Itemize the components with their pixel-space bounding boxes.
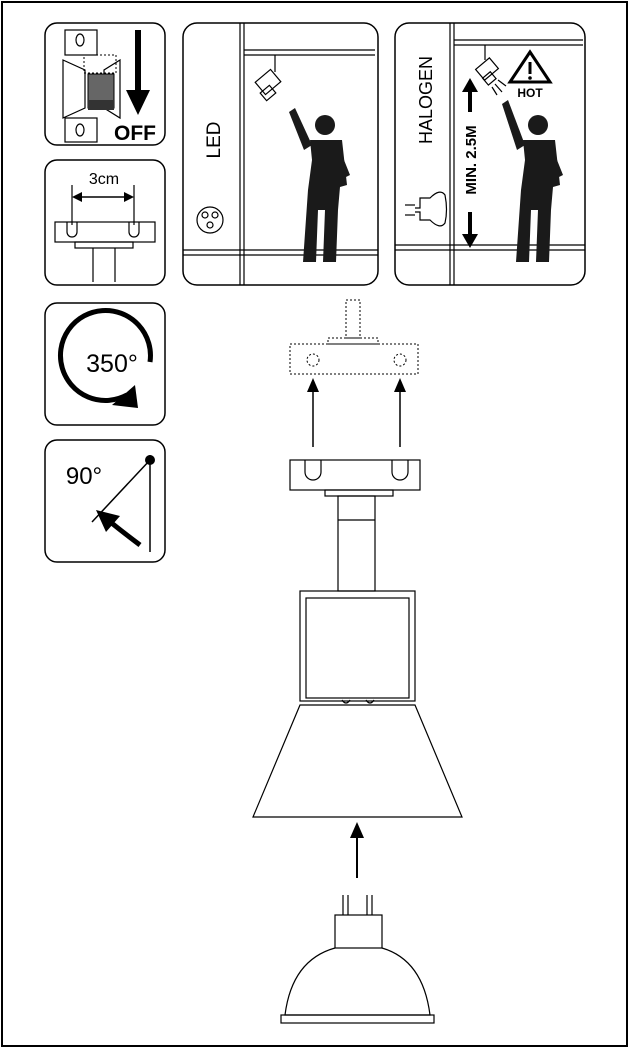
rotate-arrow-icon xyxy=(57,307,153,408)
mounting-spacing-icon xyxy=(54,185,156,282)
halogen-bulb-icon xyxy=(405,191,448,227)
rotation-label: 350° xyxy=(86,350,138,378)
ceiling-bracket-dashed xyxy=(289,299,419,375)
tilt-panel: 90° xyxy=(44,439,166,563)
spacing-label: 3cm xyxy=(89,171,119,188)
person-figure xyxy=(289,108,350,262)
hot-label: HOT xyxy=(517,86,543,100)
tilt-label: 90° xyxy=(66,463,102,490)
led-bulb-icon xyxy=(196,206,224,234)
halogen-label: HALOGEN xyxy=(416,56,436,144)
person-figure xyxy=(502,100,563,262)
gu10-bulb-icon xyxy=(280,895,435,1024)
power-off-panel: OFF xyxy=(44,22,166,146)
halogen-panel: HALOGEN MIN. 2.5M HOT xyxy=(394,22,586,286)
min-distance-label: MIN. 2.5M xyxy=(463,125,480,194)
spotlight-hot-icon xyxy=(474,45,507,96)
tilt-angle-icon xyxy=(91,455,155,552)
bulb-insert-arrow xyxy=(350,822,364,878)
hot-warning-icon xyxy=(507,49,553,84)
power-switch-off-icon xyxy=(62,29,150,143)
rotation-panel: 350° xyxy=(44,302,166,426)
mounting-plate xyxy=(289,459,421,497)
lamp-housing xyxy=(299,590,416,704)
mounting-arrows xyxy=(307,378,406,447)
led-label: LED xyxy=(204,122,225,159)
led-panel: LED xyxy=(182,22,379,286)
min-distance-arrow xyxy=(462,78,480,248)
off-label: OFF xyxy=(114,122,156,145)
spotlight-icon xyxy=(254,55,282,102)
spacing-panel: 3cm xyxy=(44,159,166,286)
lamp-shade xyxy=(252,704,463,818)
